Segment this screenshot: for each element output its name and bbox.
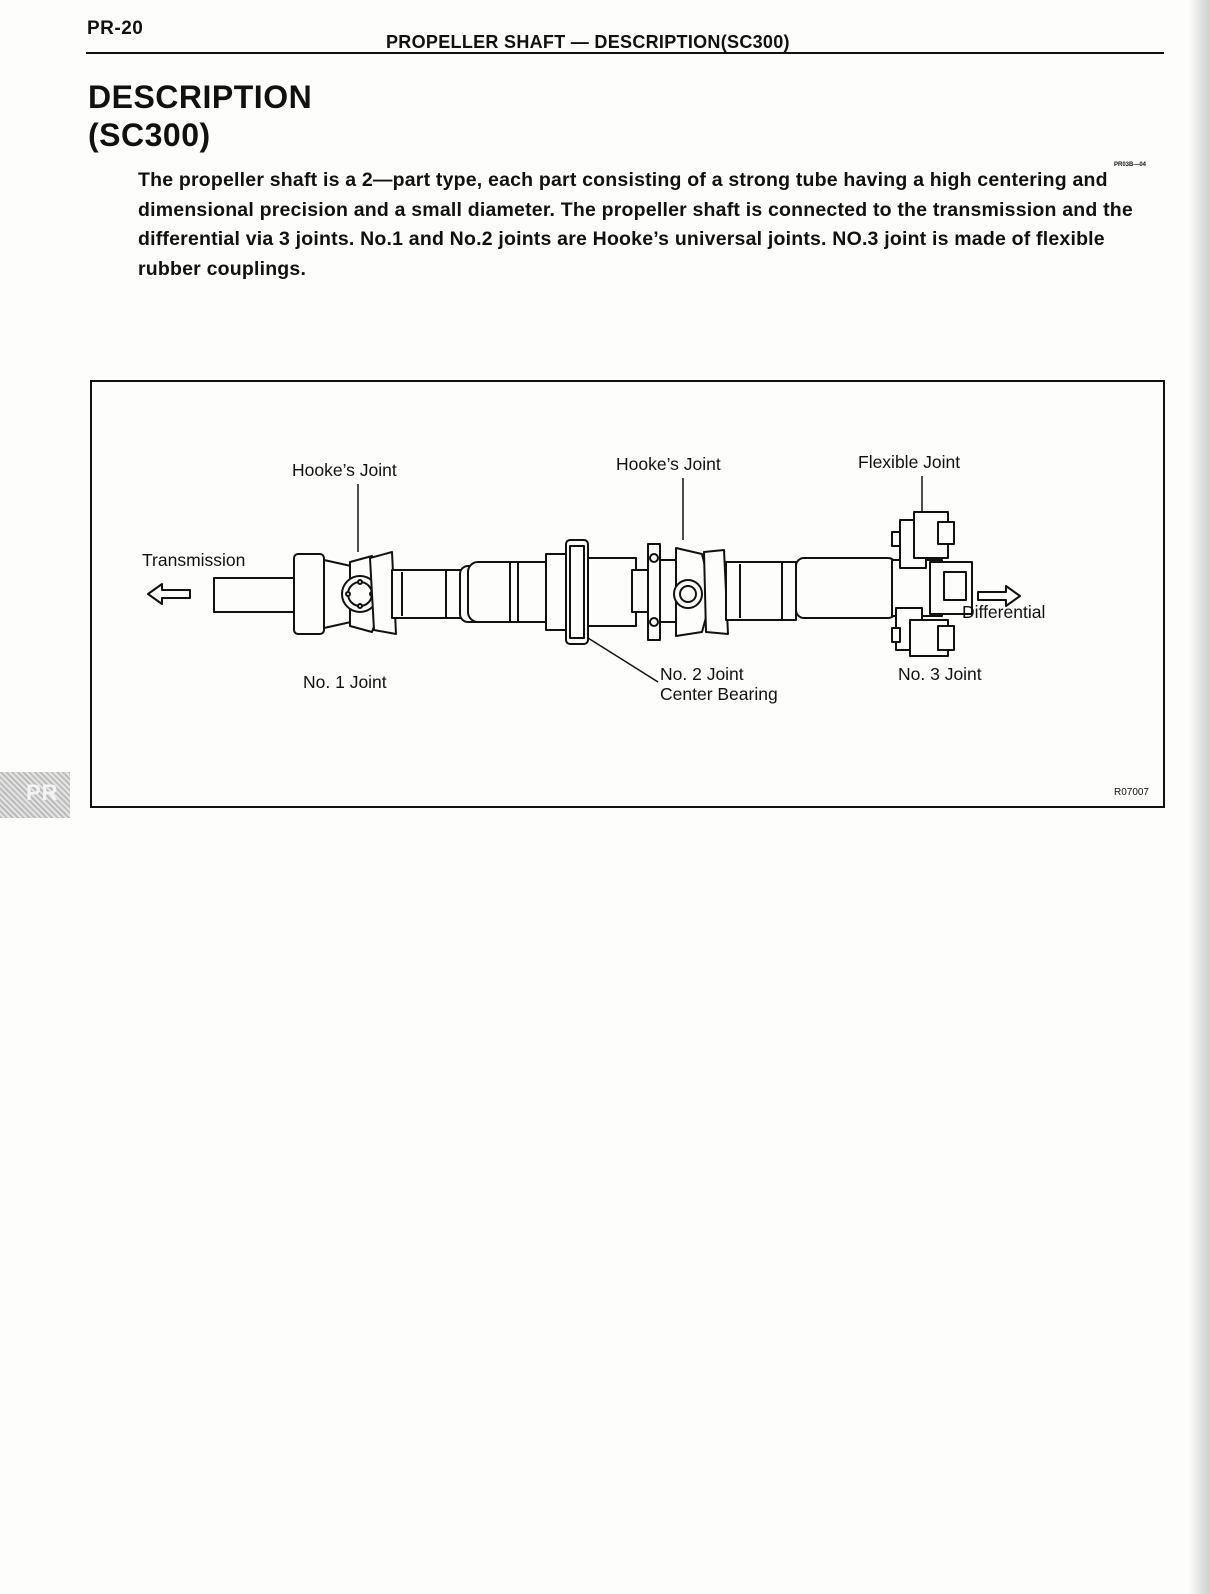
label-hookes-joint-1: Hooke’s Joint (292, 460, 397, 480)
label-hookes-joint-2: Hooke’s Joint (616, 454, 721, 474)
header-rule (86, 52, 1164, 54)
label-flexible-joint: Flexible Joint (858, 452, 961, 472)
description-paragraph: The propeller shaft is a 2—part type, ea… (138, 169, 1133, 280)
side-tab-label: PR (26, 780, 59, 805)
center-bearing-drawing (545, 539, 637, 645)
page-edge-shadow (1188, 0, 1210, 1594)
no2-joint-drawing (631, 543, 797, 641)
differential-arrow-icon (977, 585, 1021, 607)
rear-tube (795, 557, 897, 619)
transmission-stub (213, 577, 297, 613)
page-number: PR-20 (87, 18, 144, 39)
transmission-arrow-icon (147, 583, 191, 605)
section-title-line1: DESCRIPTION (88, 79, 313, 115)
label-transmission: Transmission (142, 550, 246, 570)
label-no3-joint: No. 3 Joint (898, 664, 982, 684)
section-side-tab: PR (0, 772, 70, 818)
label-center-bearing: Center Bearing (660, 684, 778, 704)
header-title: PROPELLER SHAFT — DESCRIPTION(SC300) (386, 32, 790, 52)
no1-joint-drawing (293, 551, 463, 635)
label-no2-joint: No. 2 Joint (660, 664, 744, 684)
no3-joint-drawing (891, 511, 973, 657)
label-no1-joint: No. 1 Joint (303, 672, 387, 692)
propeller-shaft-diagram (147, 476, 1021, 683)
label-differential: Differential (962, 602, 1046, 622)
section-title: DESCRIPTION (SC300) (88, 78, 312, 154)
propeller-shaft-figure: Hooke’s Joint Hooke’s Joint Flexible Joi… (90, 380, 1165, 808)
doc-code: PR03B—04 (1114, 162, 1147, 168)
figure-id: R07007 (1113, 787, 1149, 798)
section-title-line2: (SC300) (88, 117, 211, 153)
